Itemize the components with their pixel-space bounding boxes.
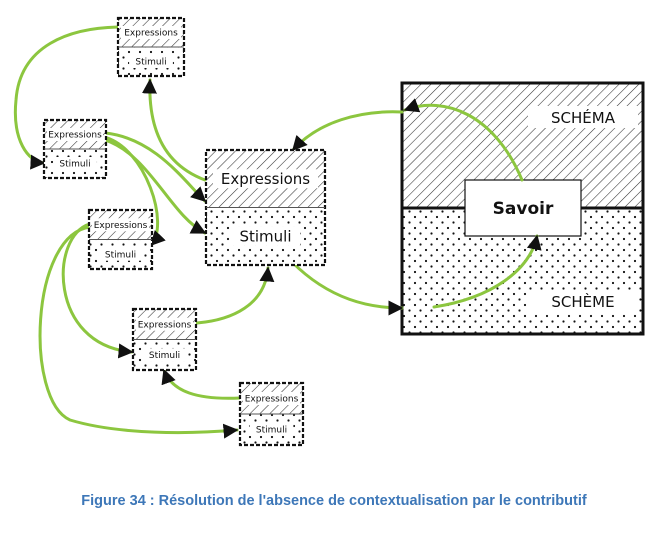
arrow-unit1-to-unit2 (13, 25, 120, 170)
savoir-box: SCHÉMA SCHÈME Savoir (400, 81, 645, 336)
schema-label-bg (528, 106, 638, 128)
units-layer: ExpressionsStimuliExpressionsStimuliExpr… (42, 16, 327, 447)
unit-5-stimuli-label: Stimuli (256, 426, 287, 436)
unit-4-expressions-label: Expressions (138, 320, 192, 330)
unit-3-stimuli-label: Stimuli (105, 250, 136, 260)
savoir-node (464, 179, 582, 237)
diagram-svg: SCHÉMA SCHÈME Savoir ExpressionsStimuliE… (13, 16, 645, 447)
arrow-stimuli-to-scheme (290, 260, 404, 316)
arrow-center-to-unit1 (141, 78, 207, 182)
unit-4-expressions-label-bg (136, 317, 193, 331)
arrow-scheme-to-savoir (432, 234, 542, 309)
unit-2-stimuli-label: Stimuli (59, 160, 90, 170)
unit-4-stimuli-label-bg (142, 348, 187, 362)
center-unit-expressions-label: Expressions (221, 170, 310, 188)
arrows-layer (13, 25, 542, 439)
unit-2-stimuli-label-bg (53, 157, 97, 170)
arrow-unit4-to-center (195, 266, 275, 325)
arrow-savoir-to-schema (403, 98, 524, 182)
savoir-label: Savoir (493, 199, 554, 219)
unit-1-expressions-label: Expressions (124, 29, 178, 39)
arrow-unit2-to-unit3 (102, 135, 166, 247)
arrow-unit2-to-center-stimuli (103, 138, 207, 235)
schema-label: SCHÉMA (551, 108, 616, 127)
unit-5-expressions-label: Expressions (245, 395, 299, 405)
unit-3-stimuli-label-bg (98, 247, 143, 261)
center-unit-stimuli-label: Stimuli (239, 228, 291, 246)
figure-caption: Figure 34 : Résolution de l'absence de c… (81, 493, 587, 509)
scheme-label-bg (528, 291, 638, 313)
arrow-unit3-to-unit5 (38, 225, 239, 439)
unit-5-expressions-label-bg (243, 392, 300, 405)
arrow-schema-to-expressions (291, 110, 404, 152)
unit-1-expressions-label-bg (121, 26, 181, 39)
arrow-unit5-to-unit4 (161, 368, 242, 400)
center-unit-expressions-label-bg (213, 169, 318, 189)
unit-3-expressions-label-bg (92, 218, 149, 232)
unit-4-stimuli-label: Stimuli (149, 351, 180, 361)
arrow-unit2-to-center-expressions (103, 131, 207, 203)
unit-1-stimuli-label: Stimuli (135, 58, 166, 68)
center-unit-stimuli-label-bg (231, 226, 300, 246)
scheme-label: SCHÈME (551, 292, 614, 311)
unit-2-expressions-label: Expressions (48, 131, 102, 141)
unit-3-expressions-label: Expressions (94, 221, 148, 231)
unit-5-stimuli-label-bg (249, 423, 294, 436)
unit-2-expressions-label-bg (47, 128, 103, 141)
unit-1-stimuli-label-bg (129, 55, 173, 68)
